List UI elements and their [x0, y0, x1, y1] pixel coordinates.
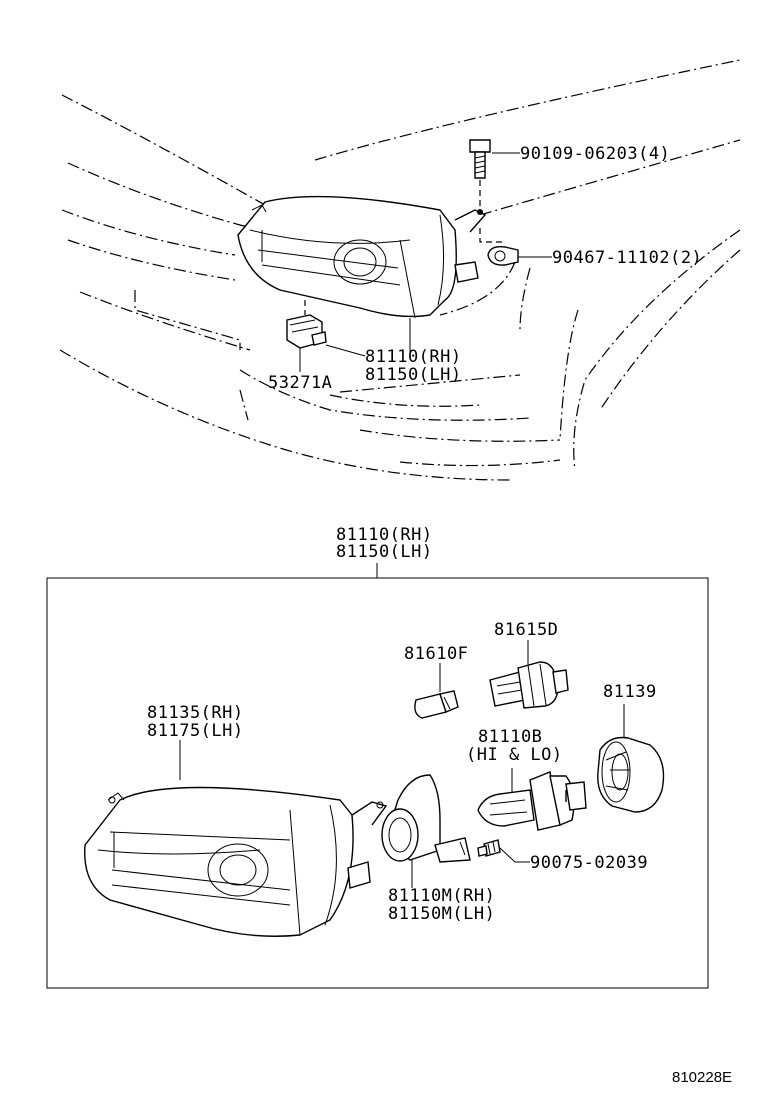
callout-body-rh: 81110M(RH): [388, 886, 495, 906]
bolt-icon: [469, 139, 491, 215]
socket-icon: [489, 661, 569, 709]
leader-lamp-top-2: [325, 344, 366, 357]
drawing-code: 810228E: [672, 1069, 732, 1086]
screw-icon: [477, 839, 501, 857]
callout-main-bulb: 81110B: [478, 727, 542, 747]
callout-bolt: 90109-06203(4): [520, 144, 670, 164]
callout-lamp-top-lh: 81150(LH): [365, 365, 462, 385]
callout-lens-rh: 81135(RH): [147, 703, 244, 723]
headlamp-installed: [237, 195, 487, 319]
main-bulb-icon: [477, 771, 587, 831]
small-bulb-icon: [414, 690, 459, 719]
connector-icon: [286, 300, 327, 349]
callout-lens-lh: 81175(LH): [147, 721, 244, 741]
cap-cover-icon: [597, 736, 665, 813]
callout-small-bulb: 81610F: [404, 644, 468, 664]
callout-main-bulb-note: (HI & LO): [466, 745, 563, 765]
callout-cover: 81139: [603, 682, 657, 702]
assembly-frame: [46, 577, 709, 989]
clip-icon: [479, 228, 519, 266]
callout-screw: 90075-02039: [530, 853, 648, 873]
headlamp-lens-icon: [84, 786, 388, 937]
callout-assy-lh: 81150(LH): [336, 542, 433, 562]
leader-screw: [499, 847, 530, 863]
callout-assy-rh: 81110(RH): [336, 525, 433, 545]
lamp-body-icon: [381, 774, 471, 863]
callout-lamp-top-rh: 81110(RH): [365, 347, 462, 367]
vehicle-body-outline: [59, 59, 741, 481]
callout-body-lh: 81150M(LH): [388, 904, 495, 924]
callout-connector: 53271A: [268, 373, 332, 393]
callout-clip: 90467-11102(2): [552, 248, 702, 268]
callout-socket: 81615D: [494, 620, 558, 640]
